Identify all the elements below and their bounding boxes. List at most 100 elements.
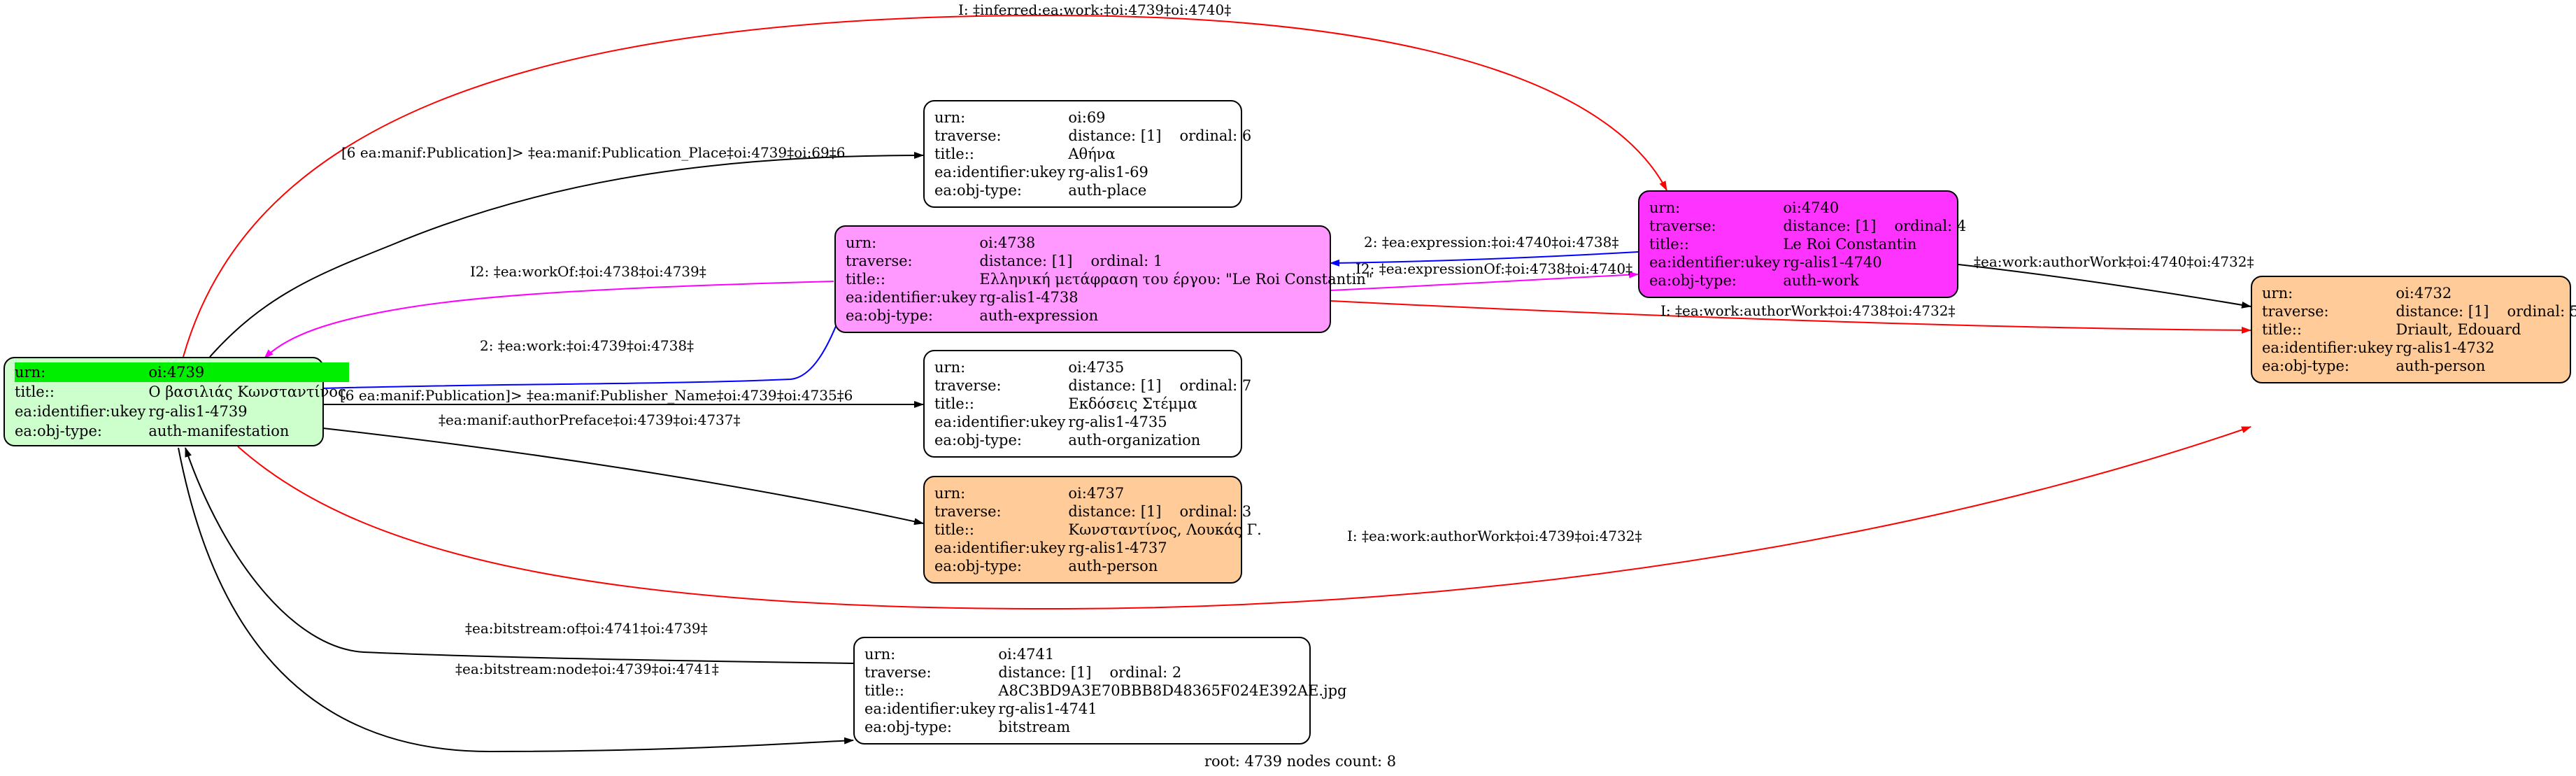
- edge-label-expression: 2: ‡ea:expression:‡oi:4740‡oi:4738‡: [1364, 234, 1619, 251]
- type-value: auth-work: [1783, 272, 1859, 289]
- node-oi-4738[interactable]: urn:oi:4738 traverse:distance: [1]ordina…: [834, 225, 1372, 333]
- traverse-label: traverse:: [2262, 303, 2329, 320]
- type-value: auth-expression: [979, 307, 1099, 324]
- ordinal-value: ordinal: 6: [1179, 127, 1252, 144]
- edge-bitstream-node: [178, 447, 854, 753]
- type-label: ea:obj-type:: [846, 307, 933, 324]
- ukey-value: rg-alis1-4732: [2396, 339, 2495, 356]
- edge-label-author-work-4739: I: ‡ea:work:authorWork‡oi:4739‡oi:4732‡: [1347, 528, 1642, 544]
- urn-value: oi:4735: [1068, 359, 1125, 376]
- urn-label: urn:: [1649, 199, 1681, 216]
- ukey-label: ea:identifier:ukey: [934, 164, 1066, 181]
- urn-label: urn:: [864, 646, 896, 663]
- edge-publication-place: [209, 152, 924, 358]
- edge-label-bitstream-node: ‡ea:bitstream:node‡oi:4739‡oi:4741‡: [455, 661, 719, 677]
- ukey-label: ea:identifier:ukey: [2262, 339, 2393, 356]
- distance-value: distance: [1]: [1783, 218, 1877, 234]
- ordinal-value: ordinal: 2: [1109, 664, 1182, 681]
- title-label: title::: [2262, 321, 2302, 338]
- type-value: auth-organization: [1068, 432, 1201, 449]
- edge-label-inferred-work: I: ‡inferred:ea:work:‡oi:4739‡oi:4740‡: [958, 1, 1232, 18]
- traverse-label: traverse:: [934, 503, 1002, 520]
- ordinal-value: ordinal: 7: [1179, 377, 1252, 394]
- edge-label-work-of: I2: ‡ea:workOf:‡oi:4738‡oi:4739‡: [470, 263, 706, 280]
- node-oi-4739[interactable]: urn: oi:4739 title:: Ο βασιλιάς Κωνσταντ…: [3, 357, 349, 446]
- urn-label: urn:: [934, 359, 966, 376]
- edge-label-author-work-4740: ‡ea:work:authorWork‡oi:4740‡oi:4732‡: [1974, 253, 2254, 270]
- urn-value: oi:4737: [1068, 485, 1125, 502]
- traverse-label: traverse:: [864, 664, 932, 681]
- title-value: Le Roi Constantin: [1783, 236, 1917, 253]
- edge-author-work-4740: [1958, 264, 2251, 309]
- urn-value: oi:4739: [148, 362, 349, 382]
- ordinal-value: ordinal: 1: [1090, 253, 1163, 269]
- traverse-label: traverse:: [934, 127, 1002, 144]
- ordinal-value: ordinal: 3: [1179, 503, 1252, 520]
- distance-value: distance: [1]: [1068, 377, 1162, 394]
- graph-footer: root: 4739 nodes count: 8: [1204, 753, 1397, 770]
- type-value: bitstream: [998, 719, 1071, 735]
- edge-label-publication-place: [6 ea:manif:Publication]> ‡ea:manif:Publ…: [341, 144, 846, 161]
- ordinal-value: ordinal: 4: [1894, 218, 1967, 234]
- node-oi-4732[interactable]: urn:oi:4732 traverse:distance: [1]ordina…: [2251, 276, 2576, 383]
- traverse-label: traverse:: [846, 253, 913, 269]
- type-label: ea:obj-type:: [15, 423, 102, 439]
- type-label: ea:obj-type:: [934, 558, 1022, 574]
- ukey-label: ea:identifier:ukey: [934, 539, 1066, 556]
- ukey-value: rg-alis1-4738: [979, 289, 1079, 306]
- edge-work-of: [264, 281, 834, 359]
- type-label: ea:obj-type:: [934, 182, 1022, 199]
- title-label: title::: [934, 395, 974, 412]
- node-header-row: urn: oi:4739: [15, 362, 349, 382]
- edge-label-author-work-4738: I: ‡ea:work:authorWork‡oi:4738‡oi:4732‡: [1660, 302, 1956, 319]
- title-value: Ελληνική μετάφραση του έργου: "Le Roi Co…: [979, 271, 1373, 288]
- node-oi-4740[interactable]: urn:oi:4740 traverse:distance: [1]ordina…: [1638, 190, 1966, 298]
- edge-inferred-work: [183, 14, 1667, 358]
- type-value: auth-person: [1068, 558, 1158, 574]
- edge-expression: [1330, 251, 1639, 267]
- distance-value: distance: [1]: [1068, 503, 1162, 520]
- ukey-value: rg-alis1-4740: [1783, 254, 1882, 271]
- ukey-value: rg-alis1-69: [1068, 164, 1148, 181]
- urn-value: oi:4741: [998, 646, 1055, 663]
- title-label: title::: [934, 521, 974, 538]
- type-value: auth-manifestation: [148, 423, 290, 439]
- urn-label: urn:: [934, 109, 966, 126]
- edge-label-bitstream-of: ‡ea:bitstream:of‡oi:4741‡oi:4739‡: [465, 620, 708, 637]
- distance-value: distance: [1]: [1068, 127, 1162, 144]
- type-label: ea:obj-type:: [1649, 272, 1737, 289]
- urn-value: oi:69: [1068, 109, 1106, 126]
- title-label: title::: [864, 682, 904, 699]
- node-oi-4737[interactable]: urn:oi:4737 traverse:distance: [1]ordina…: [923, 476, 1262, 584]
- distance-value: distance: [1]: [2396, 303, 2489, 320]
- urn-label: urn:: [2262, 285, 2293, 302]
- urn-value: oi:4732: [2396, 285, 2452, 302]
- edge-work: [322, 288, 853, 389]
- type-value: auth-person: [2396, 358, 2486, 374]
- ukey-label: ea:identifier:ukey: [864, 700, 996, 717]
- edge-label-publisher-name: [6 ea:manif:Publication]> ‡ea:manif:Publ…: [340, 387, 853, 404]
- edge-bitstream-of: [185, 447, 854, 664]
- traverse-label: traverse:: [1649, 218, 1716, 234]
- edge-label-expression-of: I2: ‡ea:expressionOf:‡oi:4738‡oi:4740‡: [1355, 260, 1633, 277]
- ukey-label: ea:identifier:ukey: [15, 403, 146, 420]
- edge-author-work-4738: [1330, 300, 2251, 334]
- title-value: A8C3BD9A3E70BBB8D48365F024E392AE.jpg: [998, 682, 1347, 699]
- urn-label: urn:: [846, 234, 877, 251]
- type-value: auth-place: [1068, 182, 1147, 199]
- edge-label-author-preface: ‡ea:manif:authorPreface‡oi:4739‡oi:4737‡: [439, 411, 741, 428]
- title-value: Αθήνα: [1068, 146, 1116, 162]
- distance-value: distance: [1]: [979, 253, 1073, 269]
- type-label: ea:obj-type:: [934, 432, 1022, 449]
- title-value: Κωνσταντίνος, Λουκάς Γ.: [1068, 521, 1262, 538]
- title-label: title::: [1649, 236, 1689, 253]
- title-value: Ο βασιλιάς Κωνσταντίνος: [148, 383, 346, 400]
- node-oi-4741[interactable]: urn:oi:4741 traverse:distance: [1]ordina…: [853, 637, 1346, 745]
- node-oi-4735[interactable]: urn:oi:4735 traverse:distance: [1]ordina…: [923, 350, 1251, 458]
- ukey-value: rg-alis1-4741: [998, 700, 1097, 717]
- edge-expression-of: [1330, 271, 1639, 291]
- title-label: title::: [846, 271, 885, 288]
- ukey-label: ea:identifier:ukey: [1649, 254, 1781, 271]
- node-oi-69[interactable]: urn: oi:69 traverse: distance: [1] ordinal:…: [923, 100, 1251, 208]
